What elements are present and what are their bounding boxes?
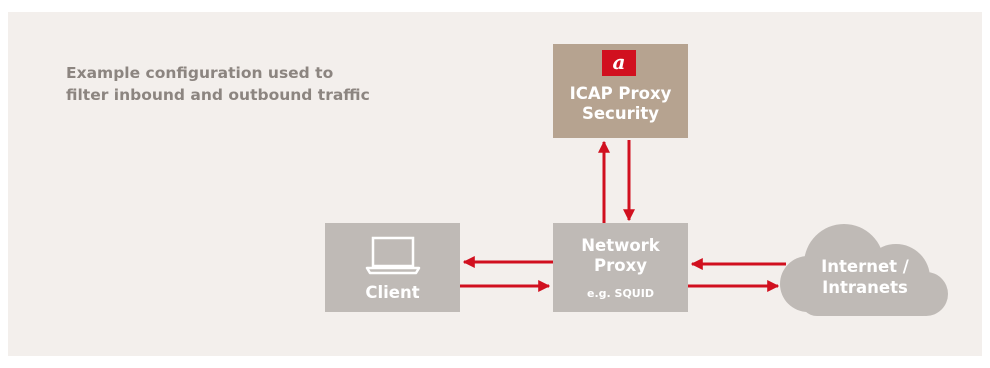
caption-line-1: Example configuration used to	[66, 64, 334, 82]
client-label: Client	[365, 283, 420, 302]
avira-logo-icon: a	[602, 50, 636, 76]
caption-line-2: filter inbound and outbound traffic	[66, 86, 370, 104]
proxy-title-line-2: Proxy	[594, 256, 647, 275]
icap-box-title: ICAP Proxy Security	[553, 84, 688, 124]
proxy-subtitle: e.g. SQUID	[587, 287, 654, 300]
diagram-caption: Example configuration used to filter inb…	[66, 62, 386, 106]
cloud-label: Internet / Intranets	[790, 256, 940, 298]
laptop-icon	[365, 236, 421, 275]
cloud-label-line-1: Internet /	[821, 257, 909, 276]
icap-title-line-1: ICAP Proxy	[569, 84, 672, 103]
proxy-title-line-1: Network	[581, 236, 660, 255]
cloud-shape-icon	[780, 224, 948, 316]
network-proxy-box	[553, 223, 688, 312]
icap-title-line-2: Security	[581, 104, 660, 123]
proxy-box-title: Network Proxy	[553, 236, 688, 276]
cloud-label-line-2: Intranets	[822, 278, 908, 297]
